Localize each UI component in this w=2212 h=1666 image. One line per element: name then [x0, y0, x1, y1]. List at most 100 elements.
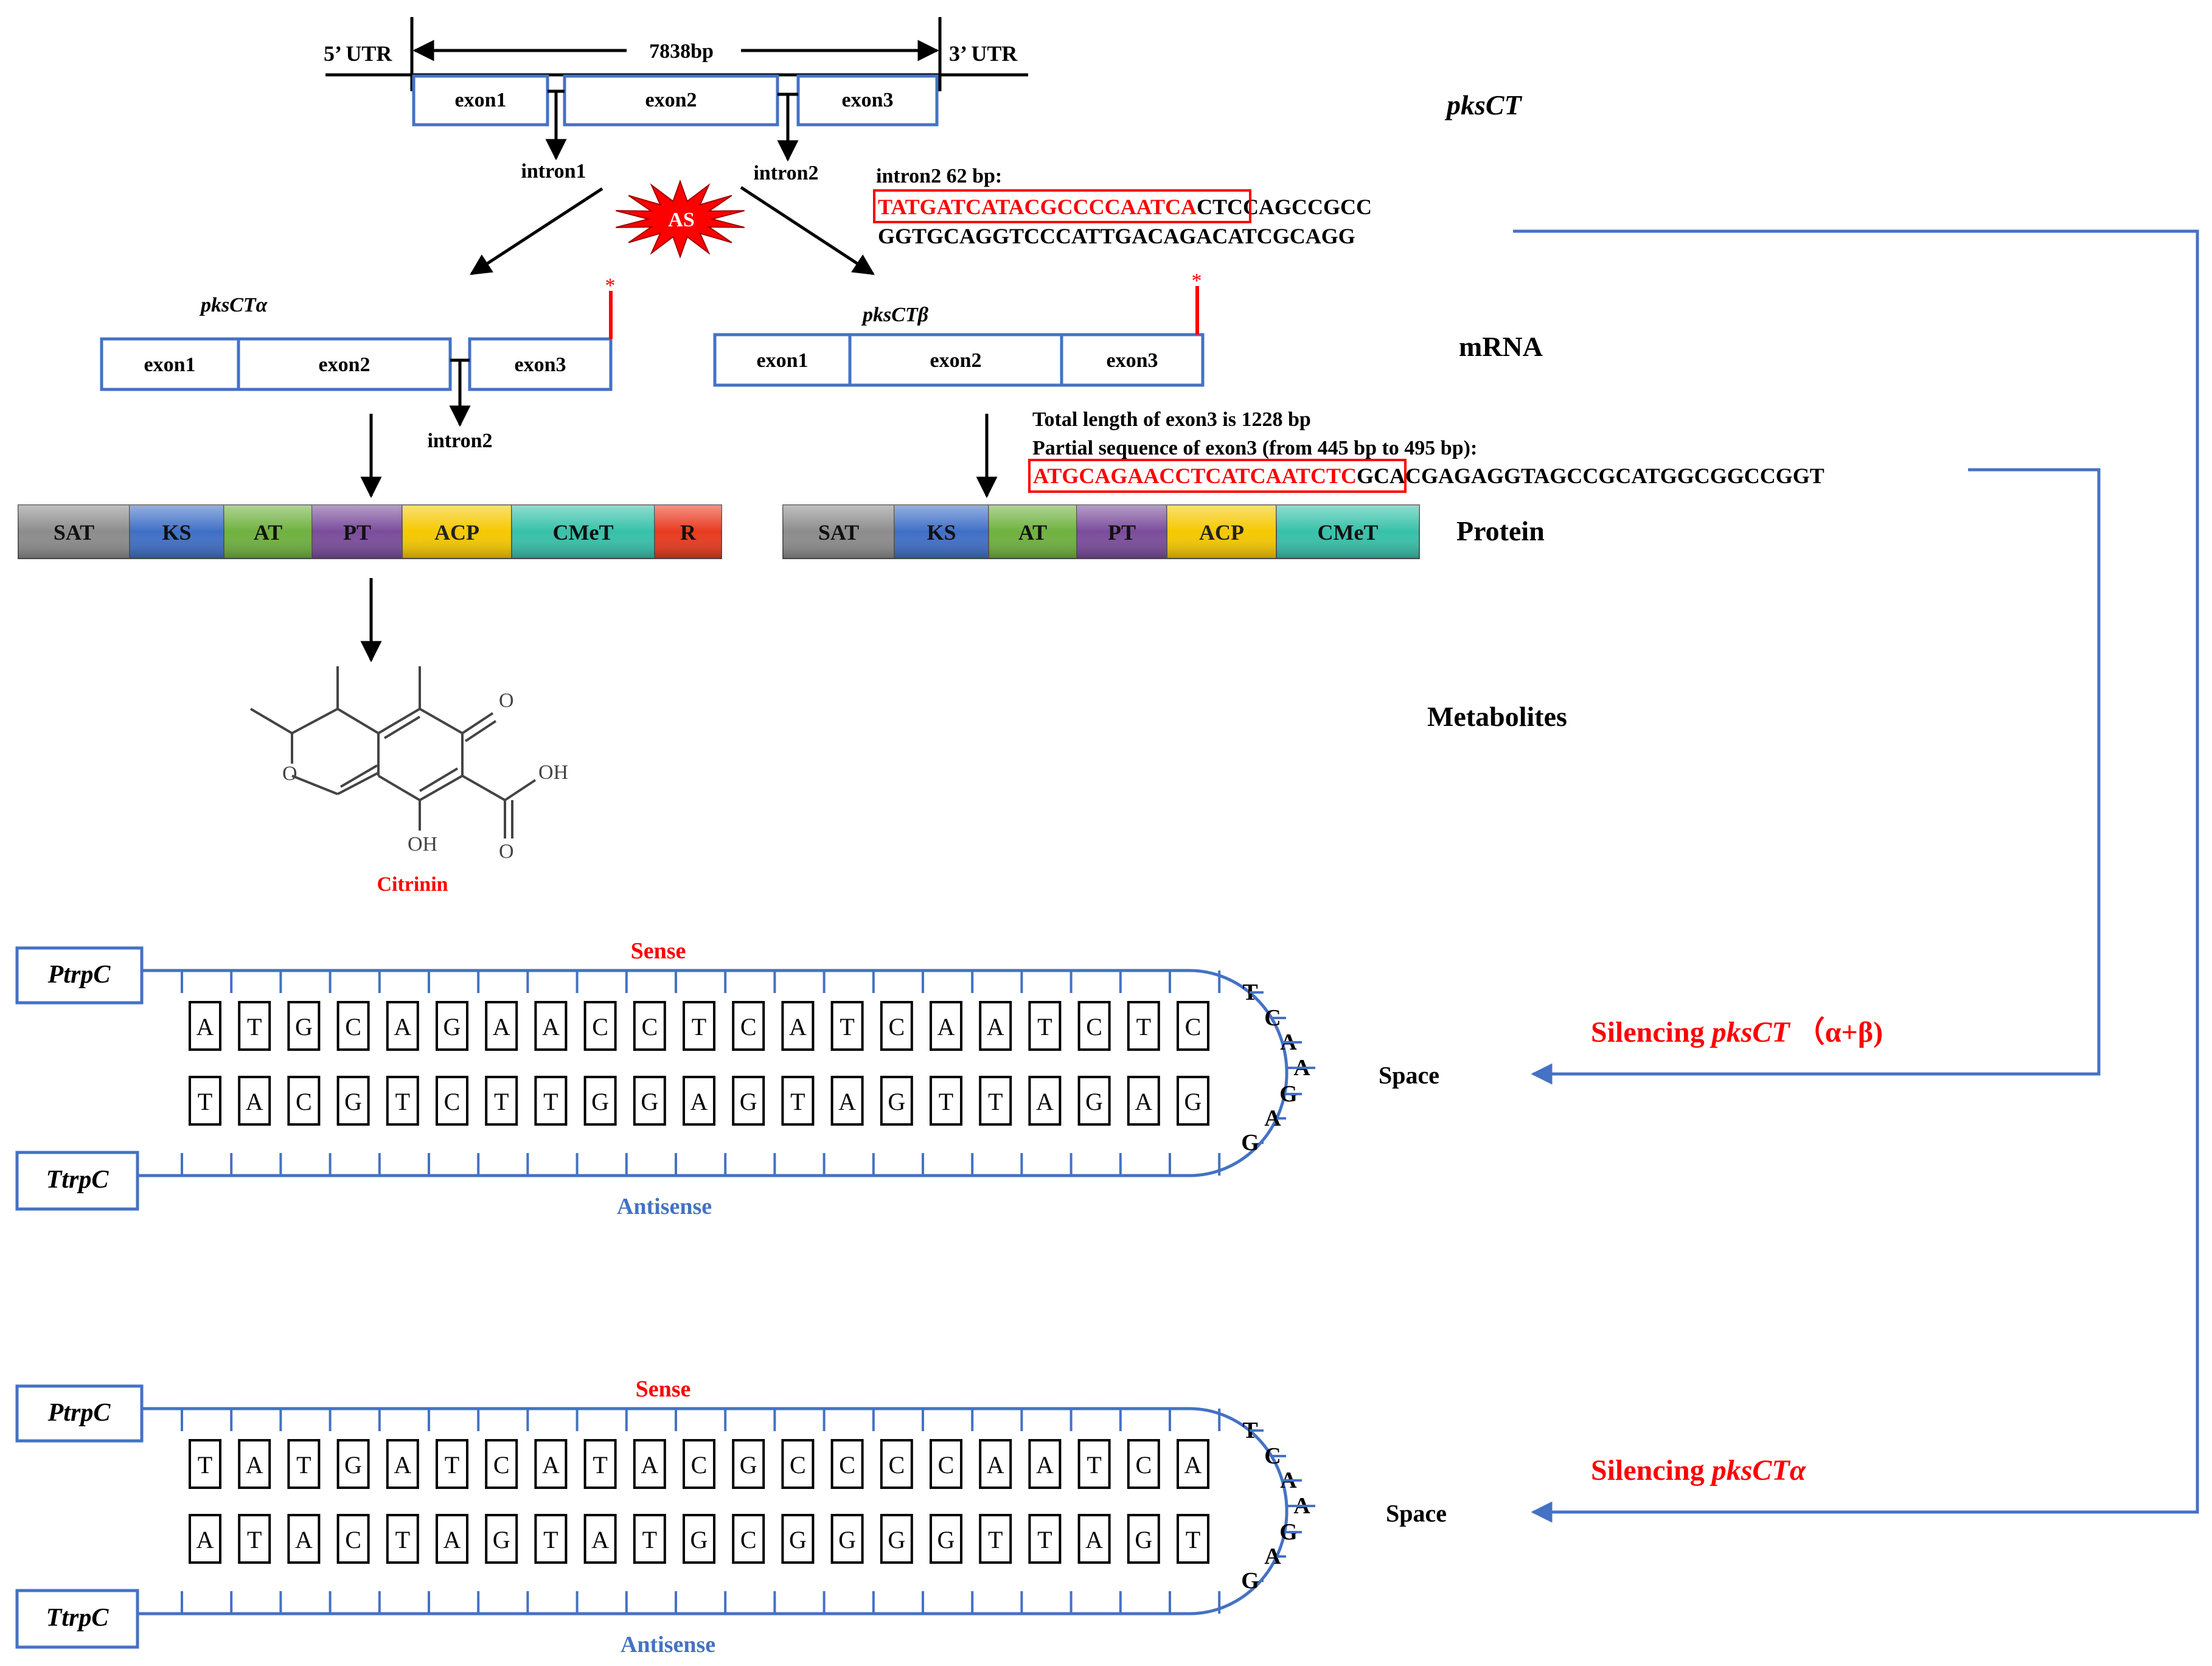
gene-exon1-box — [412, 74, 549, 127]
domain-shading — [402, 505, 512, 559]
antisense-label: Antisense — [617, 1194, 712, 1219]
antisense-base-box — [683, 1076, 715, 1126]
sense-base-box — [534, 1439, 568, 1489]
antisense-base: T — [1186, 1526, 1200, 1553]
domain-shading — [18, 505, 130, 559]
spacer-label: Space — [1386, 1500, 1447, 1527]
antisense-base: G — [344, 1088, 362, 1115]
antisense-base-box — [1028, 1514, 1062, 1564]
antisense-base-box — [930, 1076, 962, 1126]
sense-base-box — [1077, 1439, 1111, 1489]
sense-base-box — [287, 1439, 321, 1489]
beta-exon3-label: exon3 — [1107, 349, 1158, 372]
sense-base-box — [732, 1001, 765, 1051]
terminator-box — [15, 1151, 139, 1211]
domain-shading — [224, 505, 312, 559]
bond — [377, 775, 421, 801]
utr5-label: 5’ UTR — [324, 41, 392, 66]
promoter-label: PtrpC — [47, 1399, 111, 1427]
sense-base-box — [238, 1439, 271, 1489]
bond — [337, 772, 379, 795]
hairpin-construct-2: PtrpCTtrpCSenseAntisenseTAATTAGCATTACGAT… — [15, 1376, 1447, 1657]
sense-base: C — [740, 1013, 757, 1040]
utr3-label: 3’ UTR — [949, 41, 1018, 66]
sense-base: T — [445, 1451, 459, 1479]
sense-base: C — [691, 1451, 708, 1479]
sense-base-box — [1127, 1439, 1160, 1489]
alpha-name: pksCTα — [199, 294, 268, 316]
antisense-base-box — [880, 1076, 913, 1126]
bond — [419, 708, 463, 734]
loop-base: G — [1241, 1568, 1259, 1594]
exon3-seq-line: ATGCAGAACCTCATCAATCTCGCACGAGAGGTAGCCGCAT… — [1033, 464, 1824, 488]
domain-cmet-label: CMeT — [1318, 520, 1379, 545]
antisense-base: T — [939, 1088, 953, 1115]
silencing-both-prefix: Silencing — [1591, 1016, 1712, 1048]
antisense-base: A — [295, 1526, 313, 1553]
sense-base-box — [830, 1001, 864, 1051]
bond — [336, 708, 380, 734]
antisense-base-box — [336, 1514, 370, 1564]
antisense-base-box — [781, 1514, 815, 1564]
atom-label: O — [499, 689, 514, 712]
alpha-exon2-box — [237, 337, 452, 391]
gene-length-label: 7838bp — [649, 40, 714, 63]
promoter-box — [15, 1384, 144, 1443]
sense-base: T — [1136, 1013, 1151, 1040]
sense-base-box — [287, 1001, 321, 1051]
domain-at-label: AT — [1018, 520, 1047, 545]
terminator-label: TtrpC — [46, 1604, 110, 1632]
gene-structure: 7838bp 5’ UTR 3’ UTR exon1 exon2 exon3 i… — [324, 17, 1523, 184]
sense-base: A — [394, 1013, 411, 1040]
antisense-base: G — [789, 1526, 807, 1553]
exon3-partial-text: Partial sequence of exon3 (from 445 bp t… — [1032, 437, 1477, 459]
antisense-base-box — [534, 1076, 568, 1126]
bond — [462, 775, 506, 801]
sense-base: C — [888, 1013, 905, 1040]
antisense-base: T — [642, 1526, 657, 1553]
loop-base: G — [1241, 1130, 1259, 1155]
sense-base: C — [345, 1013, 361, 1040]
exon3-info: Total length of exon3 is 1228 bp Partial… — [1028, 408, 1824, 493]
antisense-base-box — [683, 1514, 715, 1564]
sense-base: G — [443, 1013, 461, 1040]
antisense-base: T — [395, 1088, 410, 1115]
bond — [291, 775, 338, 795]
sense-base: A — [1184, 1451, 1202, 1479]
sense-base: C — [1185, 1013, 1202, 1040]
antisense-base: T — [494, 1088, 509, 1115]
sense-base: A — [641, 1451, 658, 1479]
sense-base-box — [781, 1439, 815, 1489]
sense-base-box — [781, 1001, 815, 1051]
antisense-base: G — [1085, 1088, 1103, 1115]
sense-base: C — [493, 1451, 510, 1479]
domain-ks-label: KS — [162, 520, 191, 545]
sense-base-box — [830, 1439, 864, 1489]
promoter-box — [15, 946, 144, 1005]
bond — [419, 775, 463, 801]
gene-exon3-label: exon3 — [842, 89, 894, 111]
atom-label: O — [282, 762, 297, 785]
sense-base-box — [880, 1001, 913, 1051]
beta-name: pksCTβ — [861, 304, 929, 326]
antisense-base: T — [543, 1526, 558, 1553]
antisense-base: G — [1184, 1088, 1202, 1115]
sense-base: G — [295, 1013, 313, 1040]
sense-base-box — [979, 1001, 1012, 1051]
promoter-label: PtrpC — [47, 961, 111, 989]
beta-exon2-label: exon2 — [930, 349, 982, 372]
sense-base: A — [394, 1451, 411, 1479]
intron2-seq-line1: TATGATCATACGCCCCAATCACTCCAGCCGCC — [878, 195, 1372, 219]
sense-base: A — [1036, 1451, 1054, 1479]
antisense-base-box — [930, 1514, 962, 1564]
spacer-label: Space — [1379, 1062, 1439, 1089]
sense-base: G — [740, 1451, 757, 1479]
antisense-base-box — [1077, 1514, 1111, 1564]
sense-base-box — [386, 1001, 419, 1051]
antisense-base: C — [740, 1526, 757, 1553]
sense-base: A — [937, 1013, 955, 1040]
antisense-base-box — [1028, 1076, 1062, 1126]
sense-base: T — [247, 1013, 262, 1040]
bond — [383, 716, 421, 739]
sense-base: C — [790, 1451, 806, 1479]
